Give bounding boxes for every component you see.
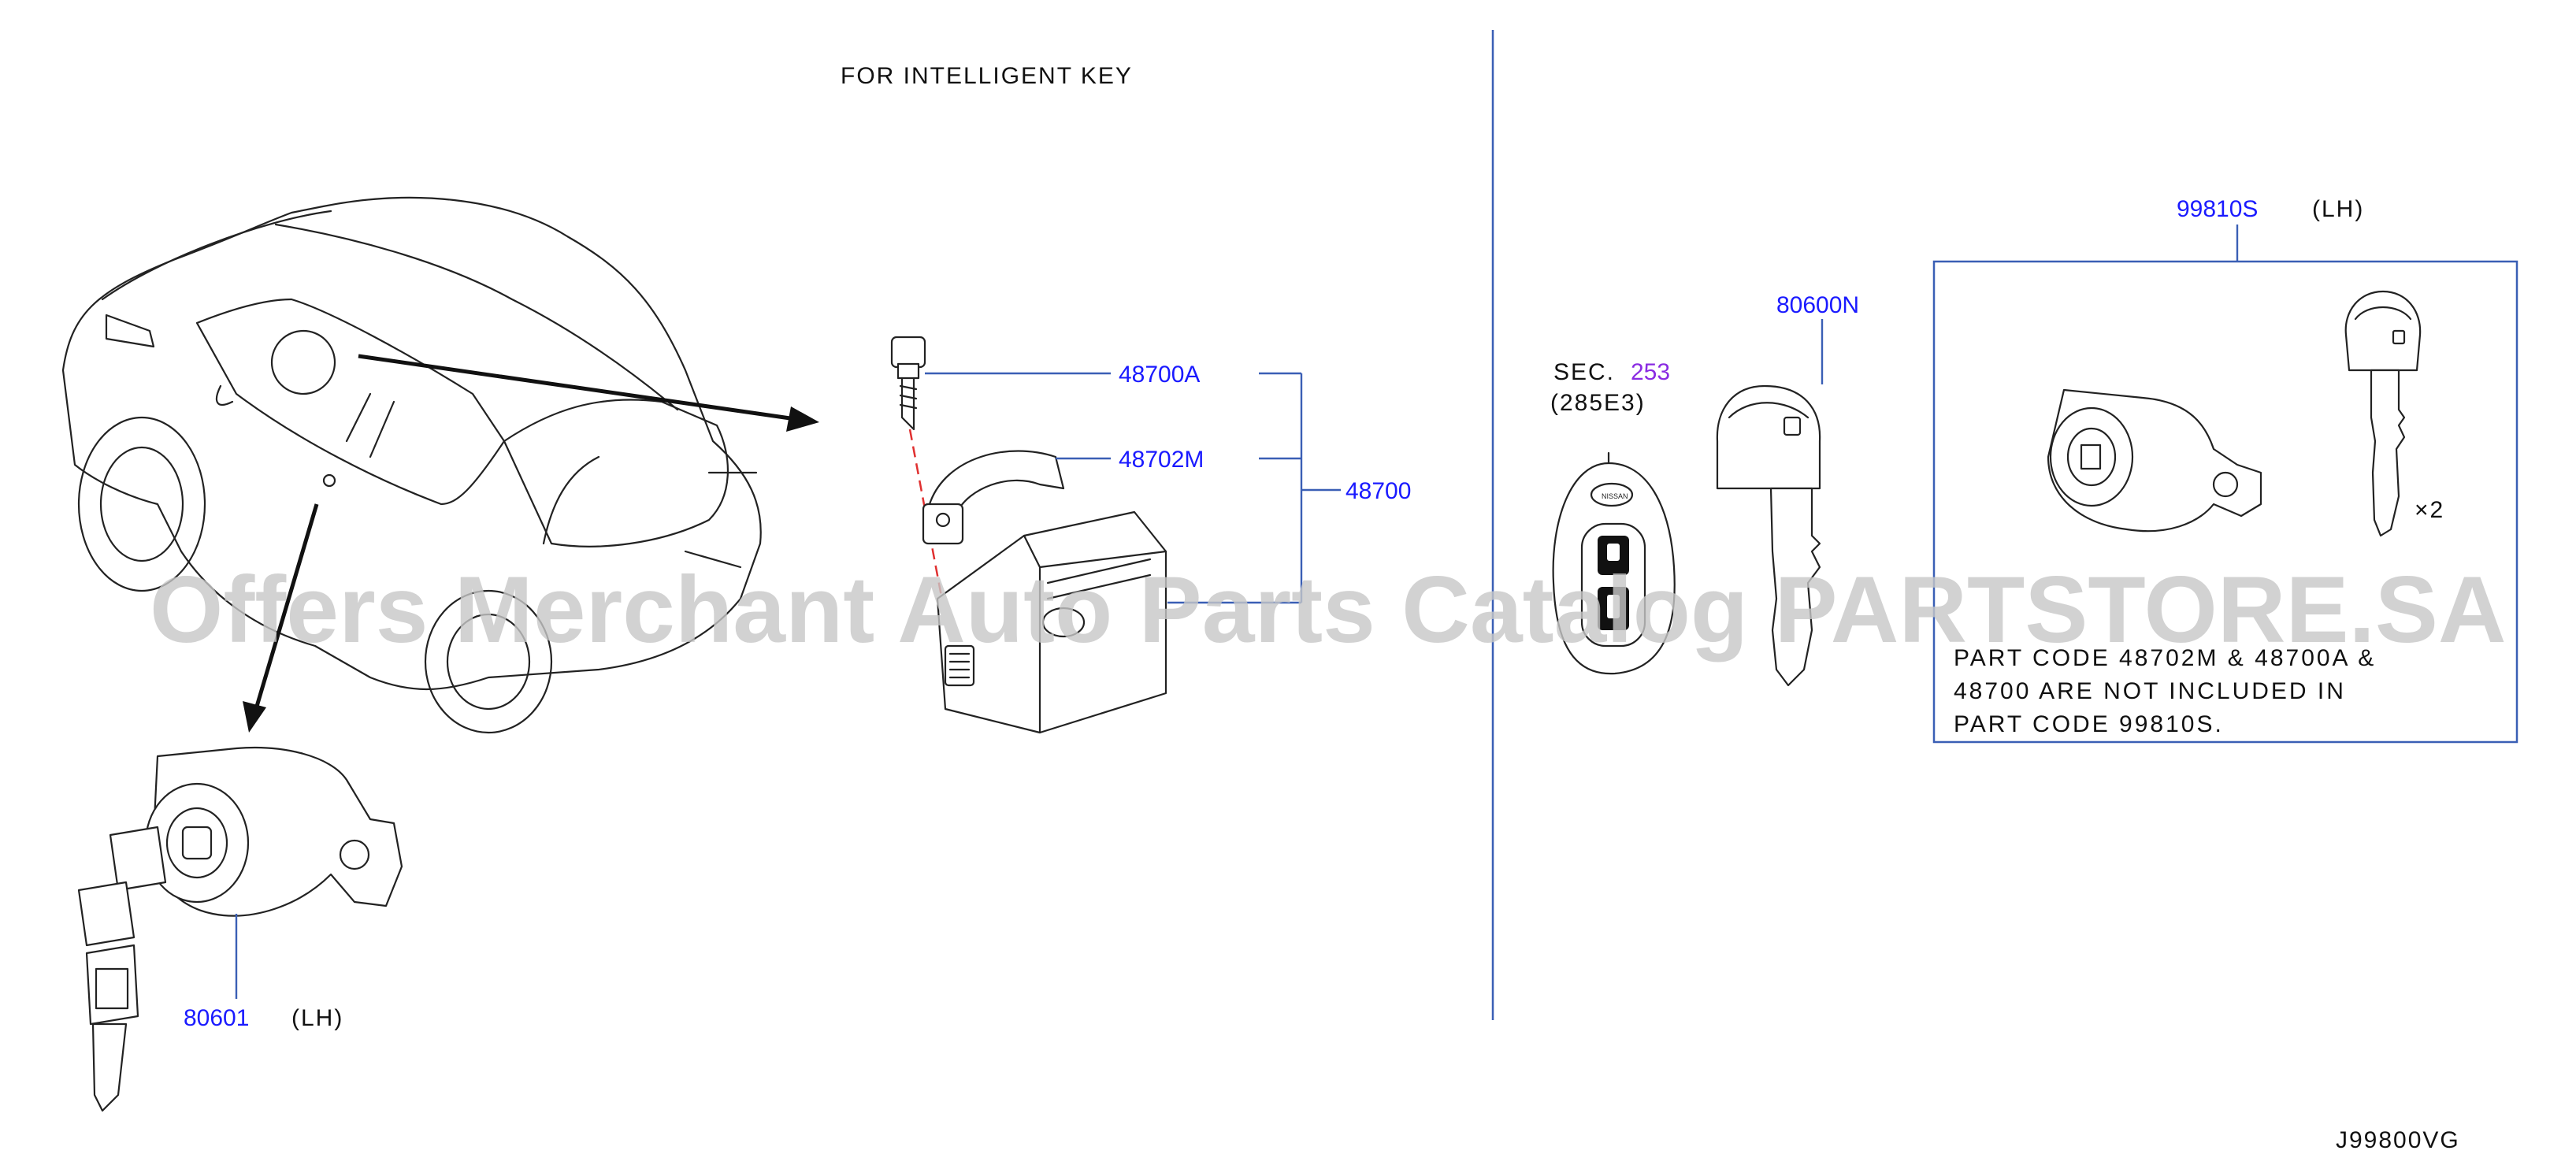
door-lock-cylinder-80601 [77,746,403,1112]
car-illustration [61,196,762,734]
ignition-leaders [925,372,1341,604]
part-label-80601[interactable]: 80601 [184,1005,249,1031]
intelligent-key-fob: NISSAN [1552,451,1676,675]
part-label-48700[interactable]: 48700 [1346,478,1411,504]
part-label-99810S[interactable]: 99810S [2177,196,2258,222]
section-code: (285E3) [1550,390,1646,416]
note-line-3: PART CODE 99810S. [1954,711,2224,737]
part-label-48700A[interactable]: 48700A [1119,362,1200,388]
note-line-2: 48700 ARE NOT INCLUDED IN [1954,678,2346,704]
side-label-80601: (LH) [291,1005,343,1031]
kit-key [2344,290,2422,537]
kit-quantity: ×2 [2415,497,2444,523]
ignition-switch-assembly [890,336,1167,734]
kit-lock-cylinder [2047,388,2262,533]
section-number-link[interactable]: 253 [1631,359,1670,385]
side-label-99810S: (LH) [2312,196,2364,222]
kit-note: PART CODE 48702M & 48700A & 48700 ARE NO… [1954,645,2376,737]
svg-text:NISSAN: NISSAN [1602,492,1628,500]
part-label-48702M[interactable]: 48702M [1119,447,1204,473]
diagram-title: FOR INTELLIGENT KEY [841,63,1133,89]
section-prefix: SEC. [1553,359,1615,385]
watermark: Offers Merchant Auto Parts Catalog PARTS… [150,557,2507,662]
diagram-code: J99800VG [2336,1127,2460,1153]
kit-99810S-box [1932,260,2518,744]
callout-arrows [243,354,819,733]
mechanical-key-80600N [1716,384,1821,687]
note-line-1: PART CODE 48702M & 48700A & [1954,645,2376,671]
part-label-80600N[interactable]: 80600N [1776,292,1859,318]
